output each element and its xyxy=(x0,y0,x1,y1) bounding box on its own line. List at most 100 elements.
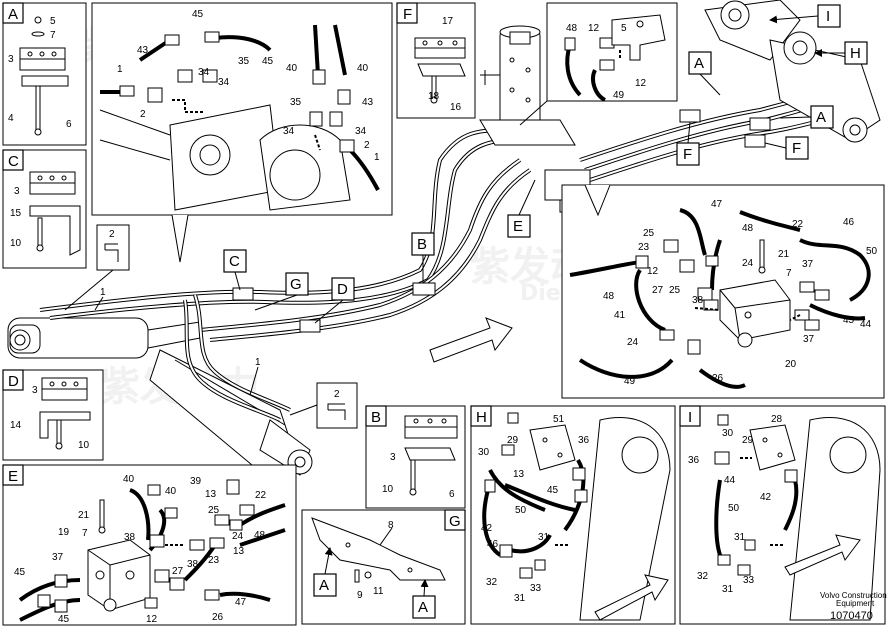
part-number-label: 37 xyxy=(802,259,814,270)
part-number-label: 47 xyxy=(711,199,723,210)
part-number-label: 15 xyxy=(10,208,22,219)
part-number-label: 29 xyxy=(507,435,519,446)
part-number-label: 31 xyxy=(734,532,746,543)
part-number-label: 49 xyxy=(624,376,636,387)
part-number-label: 32 xyxy=(486,577,498,588)
part-number-label: 31 xyxy=(722,584,734,595)
part-number-label: Volvo Construction xyxy=(820,591,887,600)
part-number-label: 30 xyxy=(478,447,490,458)
part-number-label: 35 xyxy=(290,97,302,108)
part-number-label: 40 xyxy=(357,63,369,74)
part-number-label: E xyxy=(8,468,18,485)
part-number-label: 28 xyxy=(771,414,783,425)
boom-cylinder-left xyxy=(7,317,201,359)
part-number-label: 45 xyxy=(14,567,26,578)
panel-C: C 3 15 10 xyxy=(2,149,87,269)
part-number-label: 42 xyxy=(481,523,493,534)
part-number-label: 33 xyxy=(743,575,755,586)
part-number-label: B xyxy=(371,409,381,426)
part-number-label: G xyxy=(290,276,302,293)
part-number-label: 23 xyxy=(208,555,220,566)
part-number-label: 17 xyxy=(442,16,454,27)
part-number-label: 46 xyxy=(843,217,855,228)
footer: Volvo Construction Equipment 1070470 xyxy=(820,591,887,622)
part-number-label: 22 xyxy=(792,219,804,230)
part-number-label: A xyxy=(694,55,704,72)
part-number-label: 1 xyxy=(100,287,106,298)
part-number-label: 47 xyxy=(235,597,247,608)
part-number-label: 21 xyxy=(78,510,90,521)
part-number-label: A xyxy=(8,6,18,23)
part-number-label: 33 xyxy=(530,583,542,594)
accumulator xyxy=(479,25,576,146)
tag-B: B xyxy=(411,232,435,283)
part-number-label: 1 xyxy=(117,64,123,75)
part-number-label: 19 xyxy=(58,527,70,538)
part-number-label: 40 xyxy=(286,63,298,74)
part-number-label: B xyxy=(417,236,427,253)
part-number-label: 7 xyxy=(82,528,88,539)
part-number-label: C xyxy=(8,153,19,170)
tag-G: G xyxy=(254,272,309,311)
part-number-label: 49 xyxy=(613,90,625,101)
part-number-label: Equipment xyxy=(836,599,875,608)
figure-number: 1070470 xyxy=(830,610,873,622)
part-number-label: 45 xyxy=(58,614,70,625)
part-number-label: 20 xyxy=(785,359,797,370)
part-number-label: 25 xyxy=(208,505,220,516)
part-number-label: 3 xyxy=(14,186,20,197)
part-number-label: 51 xyxy=(553,414,565,425)
part-number-label: 35 xyxy=(238,56,250,67)
part-number-label: 36 xyxy=(688,455,700,466)
part-number-label: 8 xyxy=(388,520,394,531)
elbow-fitting-callout-2: 2 xyxy=(289,382,358,429)
part-number-label: 46 xyxy=(487,539,499,550)
part-number-label: 50 xyxy=(866,246,878,257)
part-number-label: 21 xyxy=(778,249,790,260)
part-number-label: 25 xyxy=(643,228,655,239)
part-number-label: 37 xyxy=(52,552,64,563)
part-number-label: 43 xyxy=(362,97,374,108)
part-number-label: 24 xyxy=(742,258,754,269)
direction-arrow xyxy=(429,317,513,363)
part-number-label: 48 xyxy=(603,291,615,302)
tag-I: I xyxy=(769,4,841,28)
panel-B: B 3 10 6 xyxy=(365,405,466,509)
part-number-label: 34 xyxy=(218,77,230,88)
part-number-label: 13 xyxy=(233,546,245,557)
part-number-label: 40 xyxy=(123,474,135,485)
part-number-label: 44 xyxy=(724,475,736,486)
part-number-label: F xyxy=(792,140,801,157)
tag-C: C xyxy=(223,249,247,291)
part-number-label: 29 xyxy=(742,435,754,446)
part-number-label: 7 xyxy=(786,268,792,279)
part-number-label: 12 xyxy=(647,266,659,277)
part-number-label: 14 xyxy=(10,420,22,431)
part-number-label: 45 xyxy=(843,315,855,326)
part-number-label: 2 xyxy=(334,389,340,400)
part-number-label: 24 xyxy=(627,337,639,348)
part-number-label: 43 xyxy=(137,45,149,56)
panel-D: D 3 14 10 xyxy=(2,369,104,461)
elbow-fitting-callout: 2 xyxy=(64,224,130,311)
part-number-label: 45 xyxy=(192,9,204,20)
tag-G-A1: A xyxy=(313,573,337,597)
part-number-label: 4 xyxy=(8,113,14,124)
part-number-label: 40 xyxy=(165,486,177,497)
part-number-label: 10 xyxy=(10,238,22,249)
part-number-label: E xyxy=(513,218,523,235)
part-number-label: 12 xyxy=(146,614,158,625)
part-number-label: 42 xyxy=(760,492,772,503)
part-number-label: A xyxy=(319,577,329,594)
part-number-label: 23 xyxy=(638,242,650,253)
part-number-label: 32 xyxy=(697,571,709,582)
part-number-label: 3 xyxy=(8,54,14,65)
part-number-label: C xyxy=(229,253,240,270)
detail-valve: 48 12 5 49 12 xyxy=(519,2,678,126)
panel-H: H 51 29 36 30 13 45 50 42 46 31 32 33 31 xyxy=(470,405,676,625)
part-number-label: 10 xyxy=(382,484,394,495)
part-number-label: 26 xyxy=(712,373,724,384)
part-number-label: A xyxy=(816,109,826,126)
part-number-label: D xyxy=(8,373,19,390)
part-number-label: 37 xyxy=(803,334,815,345)
